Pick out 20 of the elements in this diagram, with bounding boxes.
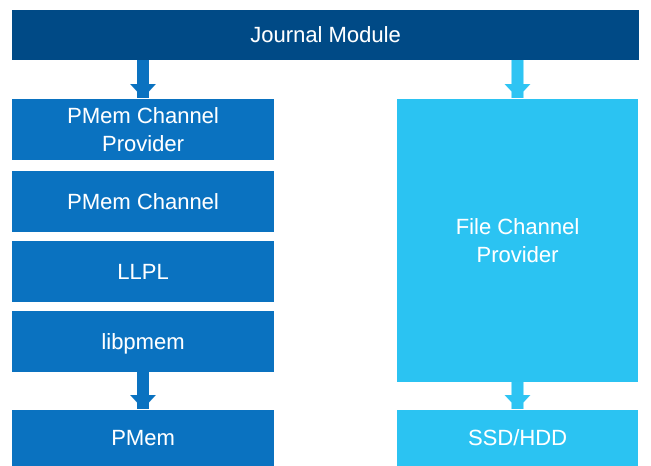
layer-box <box>12 10 639 60</box>
layer-label: LLPL <box>117 258 169 286</box>
arrow <box>504 382 530 409</box>
arrow <box>130 372 156 409</box>
layer-box <box>397 99 638 382</box>
layer-box <box>12 311 274 372</box>
layer-box <box>12 171 274 232</box>
layer-label: PMem Channel Provider <box>66 102 220 157</box>
arrow <box>130 60 156 98</box>
arrow <box>504 60 530 98</box>
layer-box <box>397 410 638 466</box>
layer-label: PMem <box>111 424 175 452</box>
layer-label: Journal Module <box>250 21 401 49</box>
layer-label: libpmem <box>101 328 185 356</box>
layer-box <box>12 241 274 302</box>
layer-box <box>12 99 274 160</box>
layer-label: SSD/HDD <box>468 424 567 452</box>
layer-box <box>12 410 274 466</box>
layer-label: PMem Channel <box>67 188 219 216</box>
layer-label: File Channel Provider <box>454 213 580 268</box>
